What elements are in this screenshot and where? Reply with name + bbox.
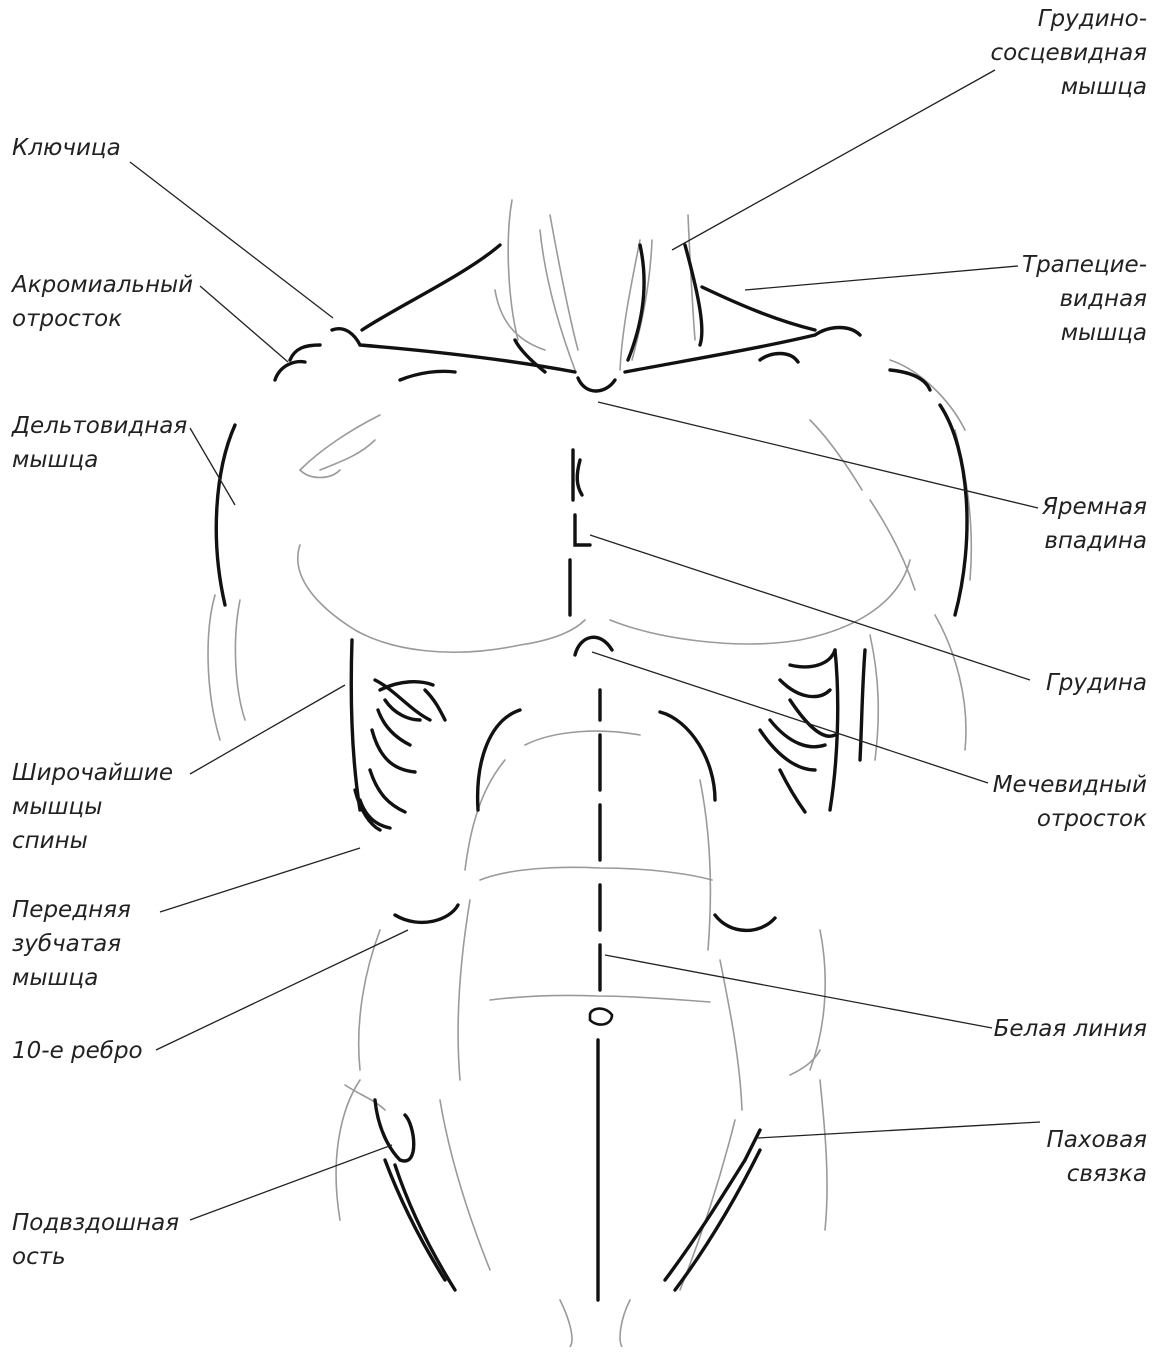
label-iliac-spine: Подвздошная ость [12,1206,179,1274]
sketch-lines [208,200,971,1347]
leader-acromion [200,286,288,362]
leader-trapezius [745,266,1018,290]
label-tenth-rib: 10-е ребро [12,1034,143,1068]
label-inguinal: Паховая связка [1046,1123,1147,1191]
label-xiphoid: Мечевидный отросток [993,768,1147,836]
leader-tenth-rib [156,930,408,1050]
leader-inguinal [758,1122,1040,1138]
leader-iliac-spine [190,1145,392,1220]
leader-sternocleidomastoid [672,70,995,250]
label-linea-alba: Белая линия [994,1012,1147,1046]
leader-latissimus [190,685,345,774]
leader-jugular-notch [598,402,1038,508]
leader-linea-alba [605,955,992,1028]
leader-serratus [160,848,360,912]
label-serratus: Передняя зубчатая мышца [12,893,131,995]
label-sternum: Грудина [1046,666,1147,700]
label-acromion: Акромиальный отросток [12,268,193,336]
label-jugular-notch: Яремная впадина [1042,490,1147,558]
label-deltoid: Дельтовидная мышца [12,409,187,477]
label-latissimus: Широчайшие мышцы спины [12,756,173,858]
label-sternocleidomastoid: Грудино- сосцевидная мышца [990,2,1147,104]
leader-lines [130,70,1040,1220]
label-clavicle: Ключица [12,131,121,165]
label-trapezius: Трапецие- видная мышца [1022,248,1147,350]
ink-lines [216,245,967,1300]
